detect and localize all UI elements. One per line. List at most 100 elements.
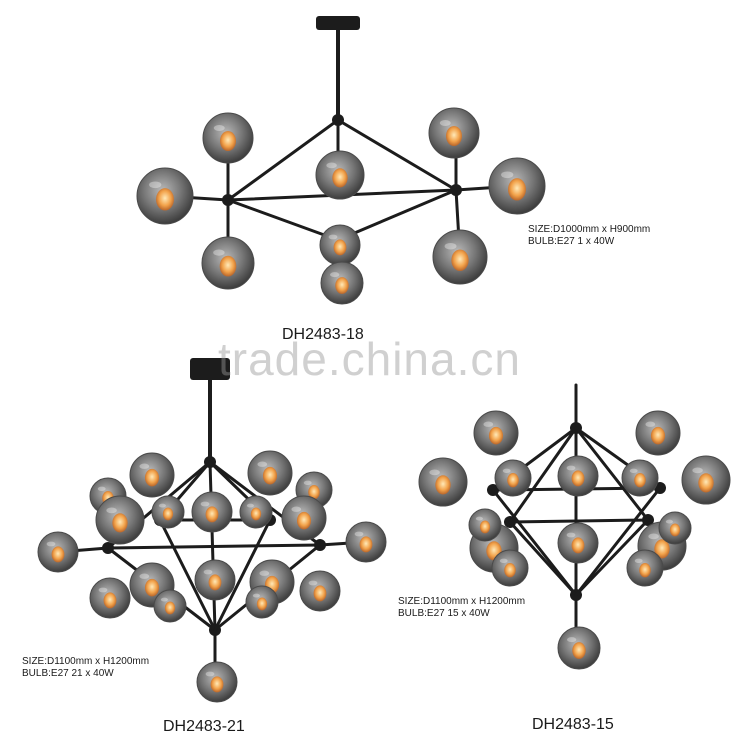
bulb <box>698 473 714 493</box>
frame-rod <box>508 518 650 524</box>
frame-rod <box>336 118 458 192</box>
bulb <box>571 470 585 487</box>
bulb <box>507 472 519 488</box>
model-label-3: DH2483-15 <box>532 716 614 733</box>
watermark: trade.china.cn <box>218 333 521 385</box>
glass-highlight <box>98 587 108 593</box>
glass-highlight <box>257 461 268 467</box>
frame-rod <box>213 518 272 632</box>
glass-highlight <box>46 541 56 547</box>
bulb <box>451 249 469 272</box>
glass-highlight <box>160 597 168 602</box>
glass-highlight <box>158 503 166 508</box>
glass-highlight <box>259 570 270 576</box>
glass-highlight <box>475 516 483 521</box>
glass-highlight <box>567 637 577 643</box>
bulb <box>219 255 237 277</box>
glass-highlight <box>149 181 162 189</box>
glass-highlight <box>291 506 302 512</box>
glass-highlight <box>203 569 213 575</box>
ceiling-canopy <box>316 16 360 30</box>
glass-highlight <box>501 171 514 179</box>
bulb <box>335 277 349 294</box>
bulb <box>144 468 160 487</box>
glass-highlight <box>303 480 312 485</box>
bulb <box>164 601 176 615</box>
frame-rod <box>226 118 340 202</box>
bulb <box>250 507 262 521</box>
bulb <box>446 126 462 146</box>
glass-highlight <box>97 486 106 491</box>
model-label-1: DH2483-18 <box>282 326 364 343</box>
bulb <box>296 511 312 530</box>
size-label-1: SIZE:D1000mm x H900mm <box>528 224 651 235</box>
bulb <box>508 178 526 201</box>
glass-highlight <box>502 468 511 473</box>
glass-highlight <box>566 532 576 538</box>
glass-highlight <box>246 503 254 508</box>
glass-highlight <box>692 467 703 474</box>
glass-highlight <box>328 234 338 240</box>
bulb <box>208 574 222 591</box>
frame-rod <box>574 426 650 522</box>
bulb <box>571 537 585 554</box>
frame-rod <box>574 518 650 597</box>
bulb <box>144 578 160 597</box>
bulb <box>308 484 320 500</box>
bulb <box>156 188 174 211</box>
glass-highlight <box>444 242 457 250</box>
glass-highlight <box>330 272 340 278</box>
frame-rod <box>106 543 322 550</box>
ceiling-canopy <box>190 358 230 380</box>
glass-highlight <box>629 468 638 473</box>
glass-highlight <box>645 421 656 427</box>
bulb <box>332 168 348 188</box>
glass-highlight <box>205 671 215 677</box>
bulb <box>210 676 224 693</box>
bulb <box>112 513 128 533</box>
bulb <box>220 131 236 151</box>
glass-highlight <box>429 469 440 476</box>
bulb-label-1: BULB:E27 1 x 40W <box>528 236 615 247</box>
bulb <box>654 539 670 559</box>
model-label-2: DH2483-21 <box>163 718 245 735</box>
glass-highlight <box>483 421 494 427</box>
bulb <box>262 466 278 485</box>
glass-highlight <box>354 531 364 537</box>
glass-highlight <box>499 558 508 563</box>
bulb <box>488 426 504 445</box>
size-label-2: SIZE:D1100mm x H1200mm <box>22 656 150 667</box>
bulb <box>256 597 268 611</box>
glass-highlight <box>106 507 117 514</box>
glass-highlight <box>252 593 260 598</box>
bulb <box>51 546 65 563</box>
frame-rod <box>574 486 662 597</box>
glass-highlight <box>665 519 673 524</box>
bulb-label-3: BULB:E27 15 x 40W <box>398 608 490 619</box>
bulb <box>162 507 174 521</box>
bulb <box>572 642 586 659</box>
bulb <box>634 472 646 488</box>
bulb <box>205 506 219 523</box>
bulb <box>313 585 327 602</box>
frame-rod <box>226 198 340 242</box>
glass-highlight <box>634 558 643 563</box>
frame-rod <box>508 426 578 524</box>
glass-highlight <box>648 533 659 540</box>
bulb <box>479 520 491 534</box>
bulb <box>359 536 373 553</box>
bulb <box>650 426 666 445</box>
size-label-3: SIZE:D1100mm x H1200mm <box>398 596 526 607</box>
bulb <box>639 562 651 578</box>
bulb <box>504 562 516 578</box>
frame-rod <box>508 520 578 597</box>
glass-highlight <box>139 573 150 579</box>
bulb-label-2: BULB:E27 21 x 40W <box>22 668 114 679</box>
glass-highlight <box>200 501 210 507</box>
glass-highlight <box>439 120 451 126</box>
frame-rod <box>336 188 458 242</box>
glass-highlight <box>213 249 225 256</box>
glass-highlight <box>326 162 337 169</box>
bulb <box>333 239 347 256</box>
